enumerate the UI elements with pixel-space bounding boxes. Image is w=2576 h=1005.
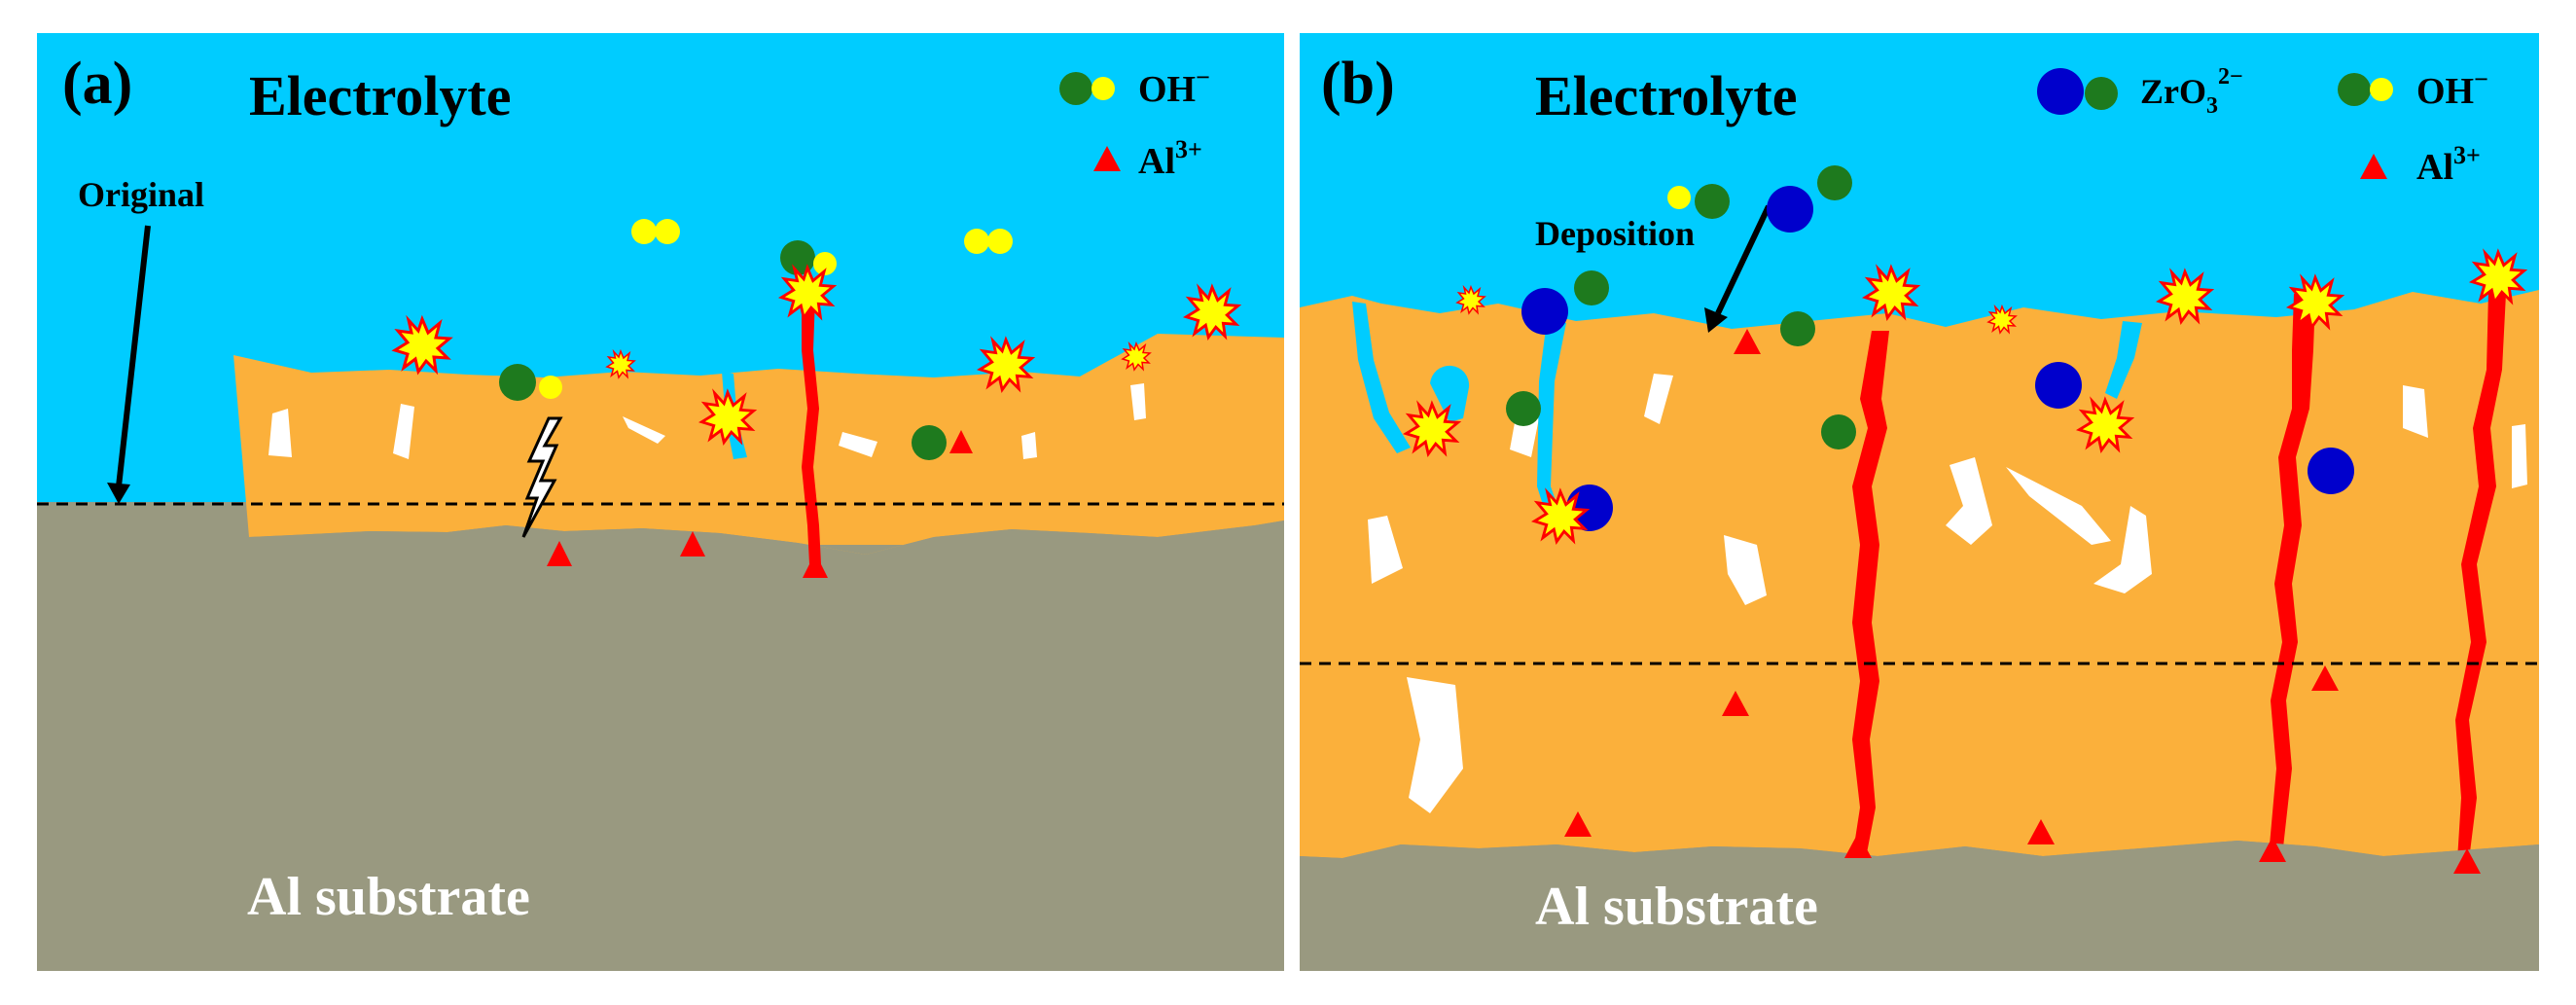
al-ion-triangle-icon <box>2259 837 2286 862</box>
panel-b-electrolyte-channels <box>1352 302 2142 529</box>
panel-b-deposition-arrowhead <box>1704 307 1728 333</box>
zro3-ion-icon <box>1521 270 1609 335</box>
panel-a-coating <box>233 334 1284 555</box>
panel-a-original-arrow <box>116 225 151 487</box>
panel-a-label: (a) <box>62 51 132 117</box>
zro3-ion-icon <box>2037 68 2118 115</box>
panel-a-substrate <box>37 502 1284 971</box>
oh-ion-icon <box>1059 72 1115 105</box>
panel-a: (a) Electrolyte Original Al substrate OH… <box>37 33 1284 971</box>
panel-b-legend-oh: OH− <box>2416 65 2488 112</box>
panel-b-interface <box>1300 841 2539 876</box>
panel-b-legend: ZrO32− OH− Al3+ <box>2037 64 2488 188</box>
panel-b-deposition-label: Deposition <box>1535 214 1695 253</box>
oh-ion-icon <box>1667 184 1730 219</box>
panel-b-al-ions <box>1564 329 2481 874</box>
oh-ion-icon <box>964 229 1013 254</box>
panel-b-deposition-arrow <box>1715 204 1771 315</box>
panel-divider <box>1284 0 1300 1005</box>
al-ion-triangle-icon <box>949 430 973 453</box>
al-ion-triangle-icon <box>1564 811 1592 837</box>
panel-b-discharge-channels <box>1852 292 2506 860</box>
oh-ion-icon <box>631 219 680 244</box>
panel-a-legend: OH− Al3+ <box>1059 63 1210 182</box>
panel-a-original-label: Original <box>78 175 204 214</box>
zro3-ion-icon <box>1767 165 1852 233</box>
panel-a-pores <box>268 383 1146 459</box>
panel-a-original-arrowhead <box>107 483 130 504</box>
panel-b-pores <box>1368 374 2527 813</box>
oh-ion-icon <box>1780 311 1815 346</box>
panel-a-interface <box>249 520 1284 555</box>
panel-b-coating <box>1300 290 2539 858</box>
zro3-ion-icon <box>2035 362 2082 409</box>
zro3-ion-icon <box>2308 448 2354 494</box>
al-ion-triangle-icon <box>1844 833 1872 858</box>
panel-b-electrolyte-label: Electrolyte <box>1535 64 1797 127</box>
panel-b-legend-al: Al3+ <box>2416 141 2481 188</box>
al-ion-triangle-icon <box>2027 819 2055 844</box>
oh-ion-icon <box>2338 73 2393 106</box>
panel-b-ions <box>1506 165 2354 531</box>
panel-a-oh-ions <box>499 219 1013 460</box>
panel-b-substrate-label: Al substrate <box>1535 877 1818 937</box>
al-ion-triangle-icon <box>1722 691 1749 716</box>
panel-a-electrolyte-label: Electrolyte <box>249 64 511 127</box>
oh-ion-icon <box>1821 414 1856 449</box>
al-ion-triangle-icon <box>1734 329 1761 354</box>
panel-a-legend-al: Al3+ <box>1138 135 1202 182</box>
al-ion-triangle-icon <box>547 541 572 566</box>
al-ion-triangle-icon <box>1093 146 1121 171</box>
al-ion-triangle-icon <box>2360 154 2387 179</box>
panel-b: (b) Electrolyte Deposition Al substrate … <box>1300 33 2539 971</box>
oh-ion-icon <box>1506 391 1541 426</box>
oh-ion-icon <box>499 364 562 401</box>
al-ion-triangle-icon <box>803 553 828 578</box>
al-ion-triangle-icon <box>680 531 705 556</box>
al-ion-triangle-icon <box>2311 665 2339 691</box>
panel-a-substrate-label: Al substrate <box>247 867 530 927</box>
panel-a-discharge-channel <box>802 297 821 564</box>
al-ion-triangle-icon <box>2453 848 2481 874</box>
panel-b-label: (b) <box>1321 51 1395 117</box>
panel-a-legend-oh: OH− <box>1138 63 1210 110</box>
panel-b-legend-zro3: ZrO32− <box>2140 64 2243 119</box>
panel-a-al-ions <box>547 430 973 578</box>
oh-ion-icon <box>912 425 947 460</box>
